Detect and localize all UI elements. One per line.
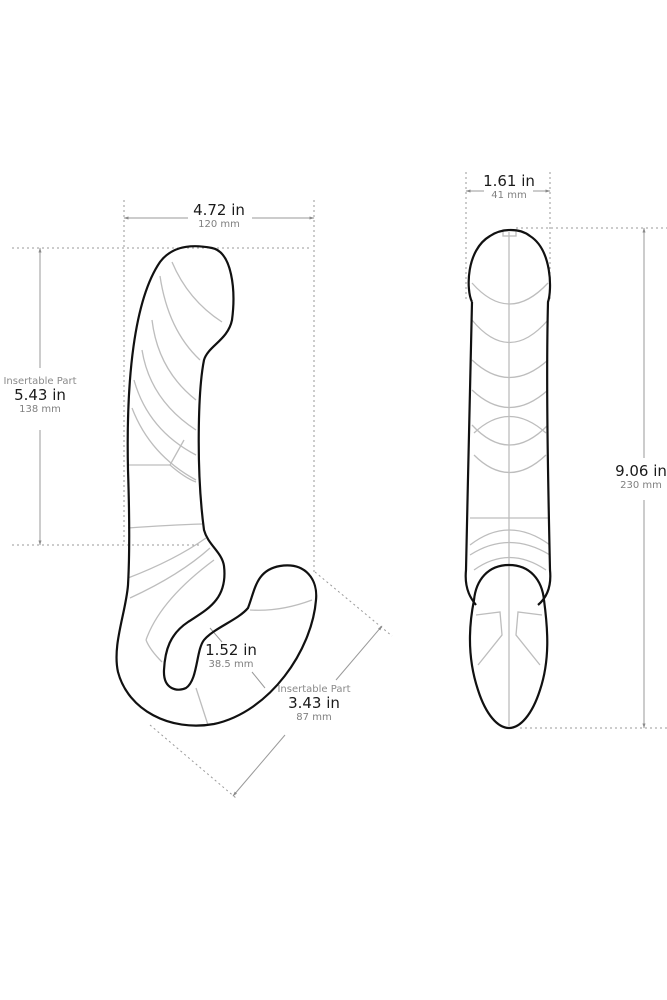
side-insertable-height-mm: 138 mm — [19, 403, 61, 415]
bulb-insertable-label: Insertable Part 3.43 in 87 mm — [266, 684, 362, 723]
front-view-dimensions — [465, 172, 667, 729]
front-width-mm: 41 mm — [491, 189, 527, 201]
front-height-mm: 230 mm — [620, 479, 662, 491]
front-height-label: 9.06 in 230 mm — [608, 463, 667, 491]
side-width-label: 4.72 in 120 mm — [174, 202, 264, 230]
side-view-dimensions — [12, 200, 393, 799]
bulb-insertable-mm: 87 mm — [296, 711, 332, 723]
bulb-insertable-caption: Insertable Part — [277, 684, 351, 695]
side-insertable-height-in: 5.43 in — [14, 386, 66, 404]
gap-in: 1.52 in — [205, 641, 257, 659]
front-height-in: 9.06 in — [615, 462, 667, 480]
front-view-device — [464, 228, 552, 730]
front-width-label: 1.61 in 41 mm — [478, 173, 540, 201]
side-view-device — [115, 245, 318, 727]
front-width-in: 1.61 in — [483, 172, 535, 190]
side-insertable-caption: Insertable Part — [3, 376, 77, 387]
bulb-insertable-in: 3.43 in — [288, 694, 340, 712]
gap-mm: 38.5 mm — [208, 658, 254, 670]
side-width-in: 4.72 in — [193, 201, 245, 219]
gap-label: 1.52 in 38.5 mm — [196, 642, 266, 670]
side-width-mm: 120 mm — [198, 218, 240, 230]
side-insertable-height-label: Insertable Part 5.43 in 138 mm — [0, 376, 82, 415]
